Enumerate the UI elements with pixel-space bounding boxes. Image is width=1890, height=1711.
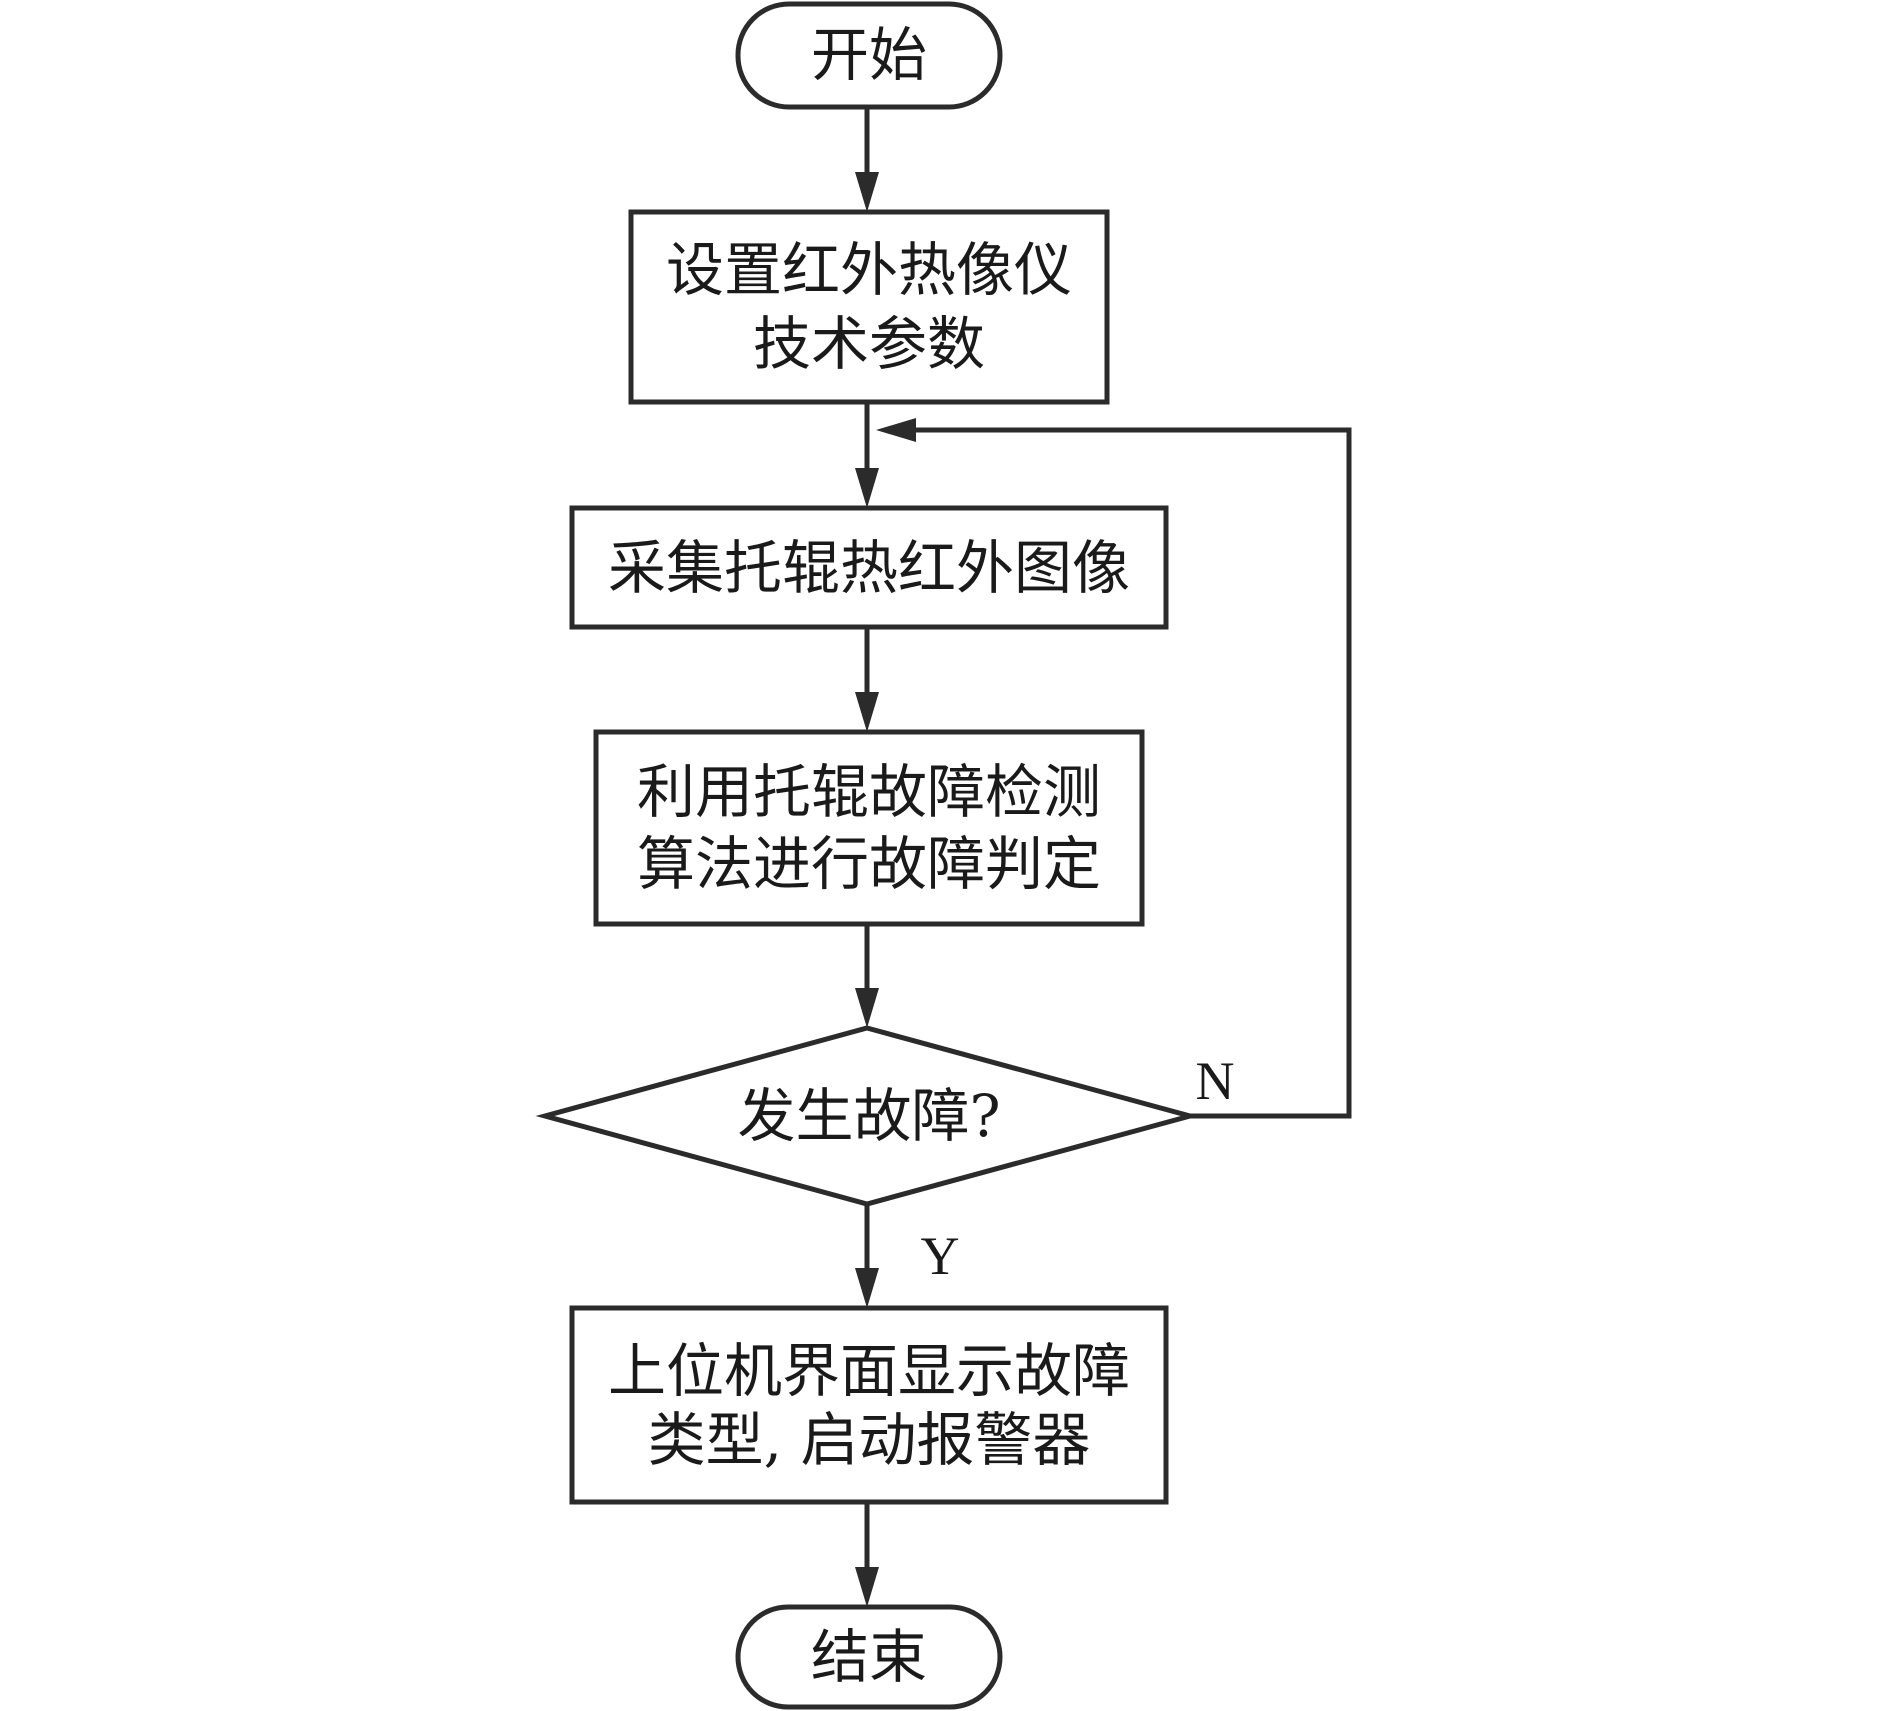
arrowhead-settings-to-acquire: [855, 468, 879, 508]
acquire-image-label: 采集托辊热红外图像: [608, 534, 1130, 602]
start-node: 开始: [735, 1, 1003, 110]
loop-back-no-path: [916, 427, 1352, 1119]
end-label: 结束: [811, 1623, 927, 1691]
alarm-node: 上位机界面显示故障 类型, 启动报警器: [569, 1305, 1169, 1505]
fault-detection-node: 利用托辊故障检测 算法进行故障判定: [593, 729, 1145, 927]
set-parameters-line-1: 设置红外热像仪: [666, 236, 1072, 304]
acquire-image-box: [569, 505, 1169, 630]
arrowhead-start-to-settings: [855, 172, 879, 212]
decision-label: 发生故障?: [737, 1082, 1000, 1150]
fault-detection-box: [593, 729, 1145, 927]
start-terminal: [735, 1, 1003, 110]
set-parameters-box: [628, 209, 1110, 405]
start-label: 开始: [811, 21, 927, 89]
alarm-box: [569, 1305, 1169, 1505]
arrowhead-alarm-to-end: [855, 1567, 879, 1607]
branch-label-yes: Y: [921, 1226, 960, 1286]
alarm-line-2: 类型, 启动报警器: [648, 1406, 1091, 1474]
decision-diamond: [535, 1025, 1200, 1207]
fault-detection-line-2: 算法进行故障判定: [637, 830, 1101, 898]
end-terminal: [735, 1604, 1003, 1710]
set-parameters-line-2: 技术参数: [753, 310, 985, 378]
connectors: [855, 107, 1352, 1607]
fault-detection-line-1: 利用托辊故障检测: [637, 758, 1101, 826]
acquire-image-node: 采集托辊热红外图像: [569, 505, 1169, 630]
arrowhead-decision-yes-to-alarm: [855, 1268, 879, 1308]
decision-node: 发生故障?: [535, 1025, 1200, 1207]
set-parameters-node: 设置红外热像仪 技术参数: [628, 209, 1110, 405]
alarm-line-1: 上位机界面显示故障: [608, 1337, 1130, 1405]
arrowhead-detect-to-decision: [855, 988, 879, 1028]
loop-back-arrowhead: [876, 418, 916, 442]
branch-label-no: N: [1196, 1051, 1235, 1111]
end-node: 结束: [735, 1604, 1003, 1710]
arrowhead-acquire-to-detect: [855, 692, 879, 732]
